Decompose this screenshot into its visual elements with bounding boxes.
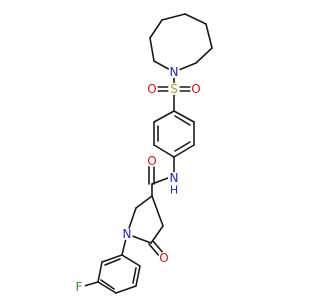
atom-S1: S bbox=[170, 82, 178, 96]
atom-F1: F bbox=[76, 280, 83, 294]
bond bbox=[152, 240, 165, 255]
bond bbox=[173, 110, 195, 123]
atom-O_pyr: O bbox=[159, 251, 168, 265]
bond bbox=[121, 254, 141, 267]
bond bbox=[151, 195, 164, 227]
bond bbox=[135, 265, 141, 287]
bond bbox=[97, 261, 103, 283]
bond bbox=[173, 144, 195, 158]
structure-canvas: N S O O N H O N O F bbox=[73, 13, 213, 294]
atom-O_s1: O bbox=[147, 82, 156, 96]
bond bbox=[83, 281, 99, 287]
atom-H_amide: H bbox=[170, 184, 178, 197]
bond bbox=[195, 47, 213, 64]
atom-O_amide: O bbox=[147, 154, 156, 168]
atom-N_pyr: N bbox=[123, 227, 132, 241]
bond bbox=[135, 195, 153, 209]
bond bbox=[153, 144, 175, 158]
bond bbox=[97, 281, 117, 294]
bond bbox=[132, 267, 137, 284]
atom-labels: N S O O N H O N O F bbox=[73, 65, 202, 294]
bond bbox=[184, 13, 207, 25]
bond bbox=[100, 279, 115, 290]
bond bbox=[115, 285, 137, 294]
bond bbox=[148, 243, 161, 258]
bond bbox=[149, 19, 163, 39]
bond bbox=[101, 254, 123, 263]
molecule-diagram: N S O O N H O N O F bbox=[73, 13, 213, 294]
bond bbox=[153, 110, 175, 123]
atom-N_ring: N bbox=[170, 65, 179, 79]
bond bbox=[174, 115, 191, 126]
atom-O_s2: O bbox=[191, 82, 200, 96]
bond bbox=[149, 37, 155, 62]
bond bbox=[174, 141, 191, 152]
atom-N_amide: N bbox=[170, 171, 179, 185]
bond bbox=[104, 258, 121, 266]
bond bbox=[205, 23, 213, 49]
bond bbox=[161, 13, 186, 21]
bond bbox=[150, 225, 164, 244]
